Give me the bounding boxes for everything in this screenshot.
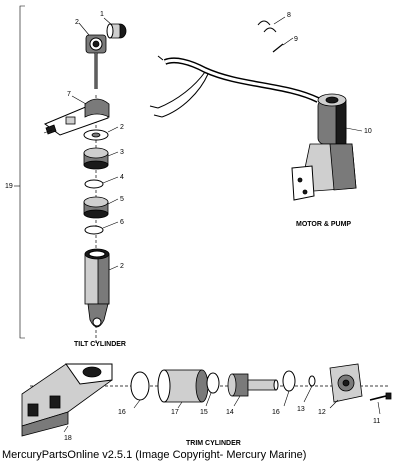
motor-pump-assembly: 8 9 10 MOTOR & PUMP bbox=[149, 12, 372, 228]
callout-15: 15 bbox=[200, 409, 208, 416]
callout-17: 17 bbox=[171, 409, 179, 416]
callout-12: 12 bbox=[318, 409, 326, 416]
callout-5: 5 bbox=[120, 196, 124, 203]
callout-10: 10 bbox=[364, 128, 372, 135]
callout-8: 8 bbox=[287, 12, 291, 19]
part-4-o-ring bbox=[84, 179, 104, 189]
callout-2-sleeve: 2 bbox=[75, 19, 79, 26]
caption-motor-pump: MOTOR & PUMP bbox=[296, 221, 351, 228]
part-6-o-ring bbox=[84, 225, 104, 235]
callout-1: 1 bbox=[100, 11, 104, 18]
callout-13: 13 bbox=[297, 406, 305, 413]
part-12-end-cap bbox=[329, 363, 363, 403]
part-17-sleeve bbox=[157, 369, 209, 403]
caption-trim-cylinder: TRIM CYLINDER bbox=[186, 440, 241, 447]
callout-4: 4 bbox=[120, 174, 124, 181]
callout-2-cap: 2 bbox=[120, 124, 124, 131]
trim-cylinder-assembly: 18 16 17 15 14 16 13 12 11 TRIM CYLINDER bbox=[21, 363, 392, 447]
part-14-piston bbox=[227, 373, 279, 397]
callout-6: 6 bbox=[120, 219, 124, 226]
tilt-cylinder-assembly: 1 2 7 2 3 4 5 6 2 19 TILT CYLINDER bbox=[5, 5, 127, 348]
caption-tilt-cylinder: TILT CYLINDER bbox=[74, 341, 126, 348]
callout-18: 18 bbox=[64, 435, 72, 442]
part-2-cylinder-body bbox=[84, 248, 110, 328]
callout-16-left: 16 bbox=[118, 409, 126, 416]
part-5-piston bbox=[83, 196, 109, 219]
callout-7: 7 bbox=[67, 91, 71, 98]
part-18-housing bbox=[21, 363, 113, 437]
callout-19: 19 bbox=[5, 183, 13, 190]
callout-11: 11 bbox=[373, 418, 380, 425]
part-3-piston bbox=[83, 147, 109, 170]
part-1-bushing bbox=[106, 23, 127, 39]
part-2-sleeve-rod bbox=[85, 34, 107, 89]
callout-3: 3 bbox=[120, 149, 124, 156]
part-7-bracket bbox=[43, 98, 110, 136]
callout-16-right: 16 bbox=[272, 409, 280, 416]
callout-2-body: 2 bbox=[120, 263, 124, 270]
copyright-footer: MercuryPartsOnline v2.5.1 (Image Copyrig… bbox=[0, 446, 400, 465]
callout-9: 9 bbox=[294, 36, 298, 43]
callout-14: 14 bbox=[226, 409, 234, 416]
